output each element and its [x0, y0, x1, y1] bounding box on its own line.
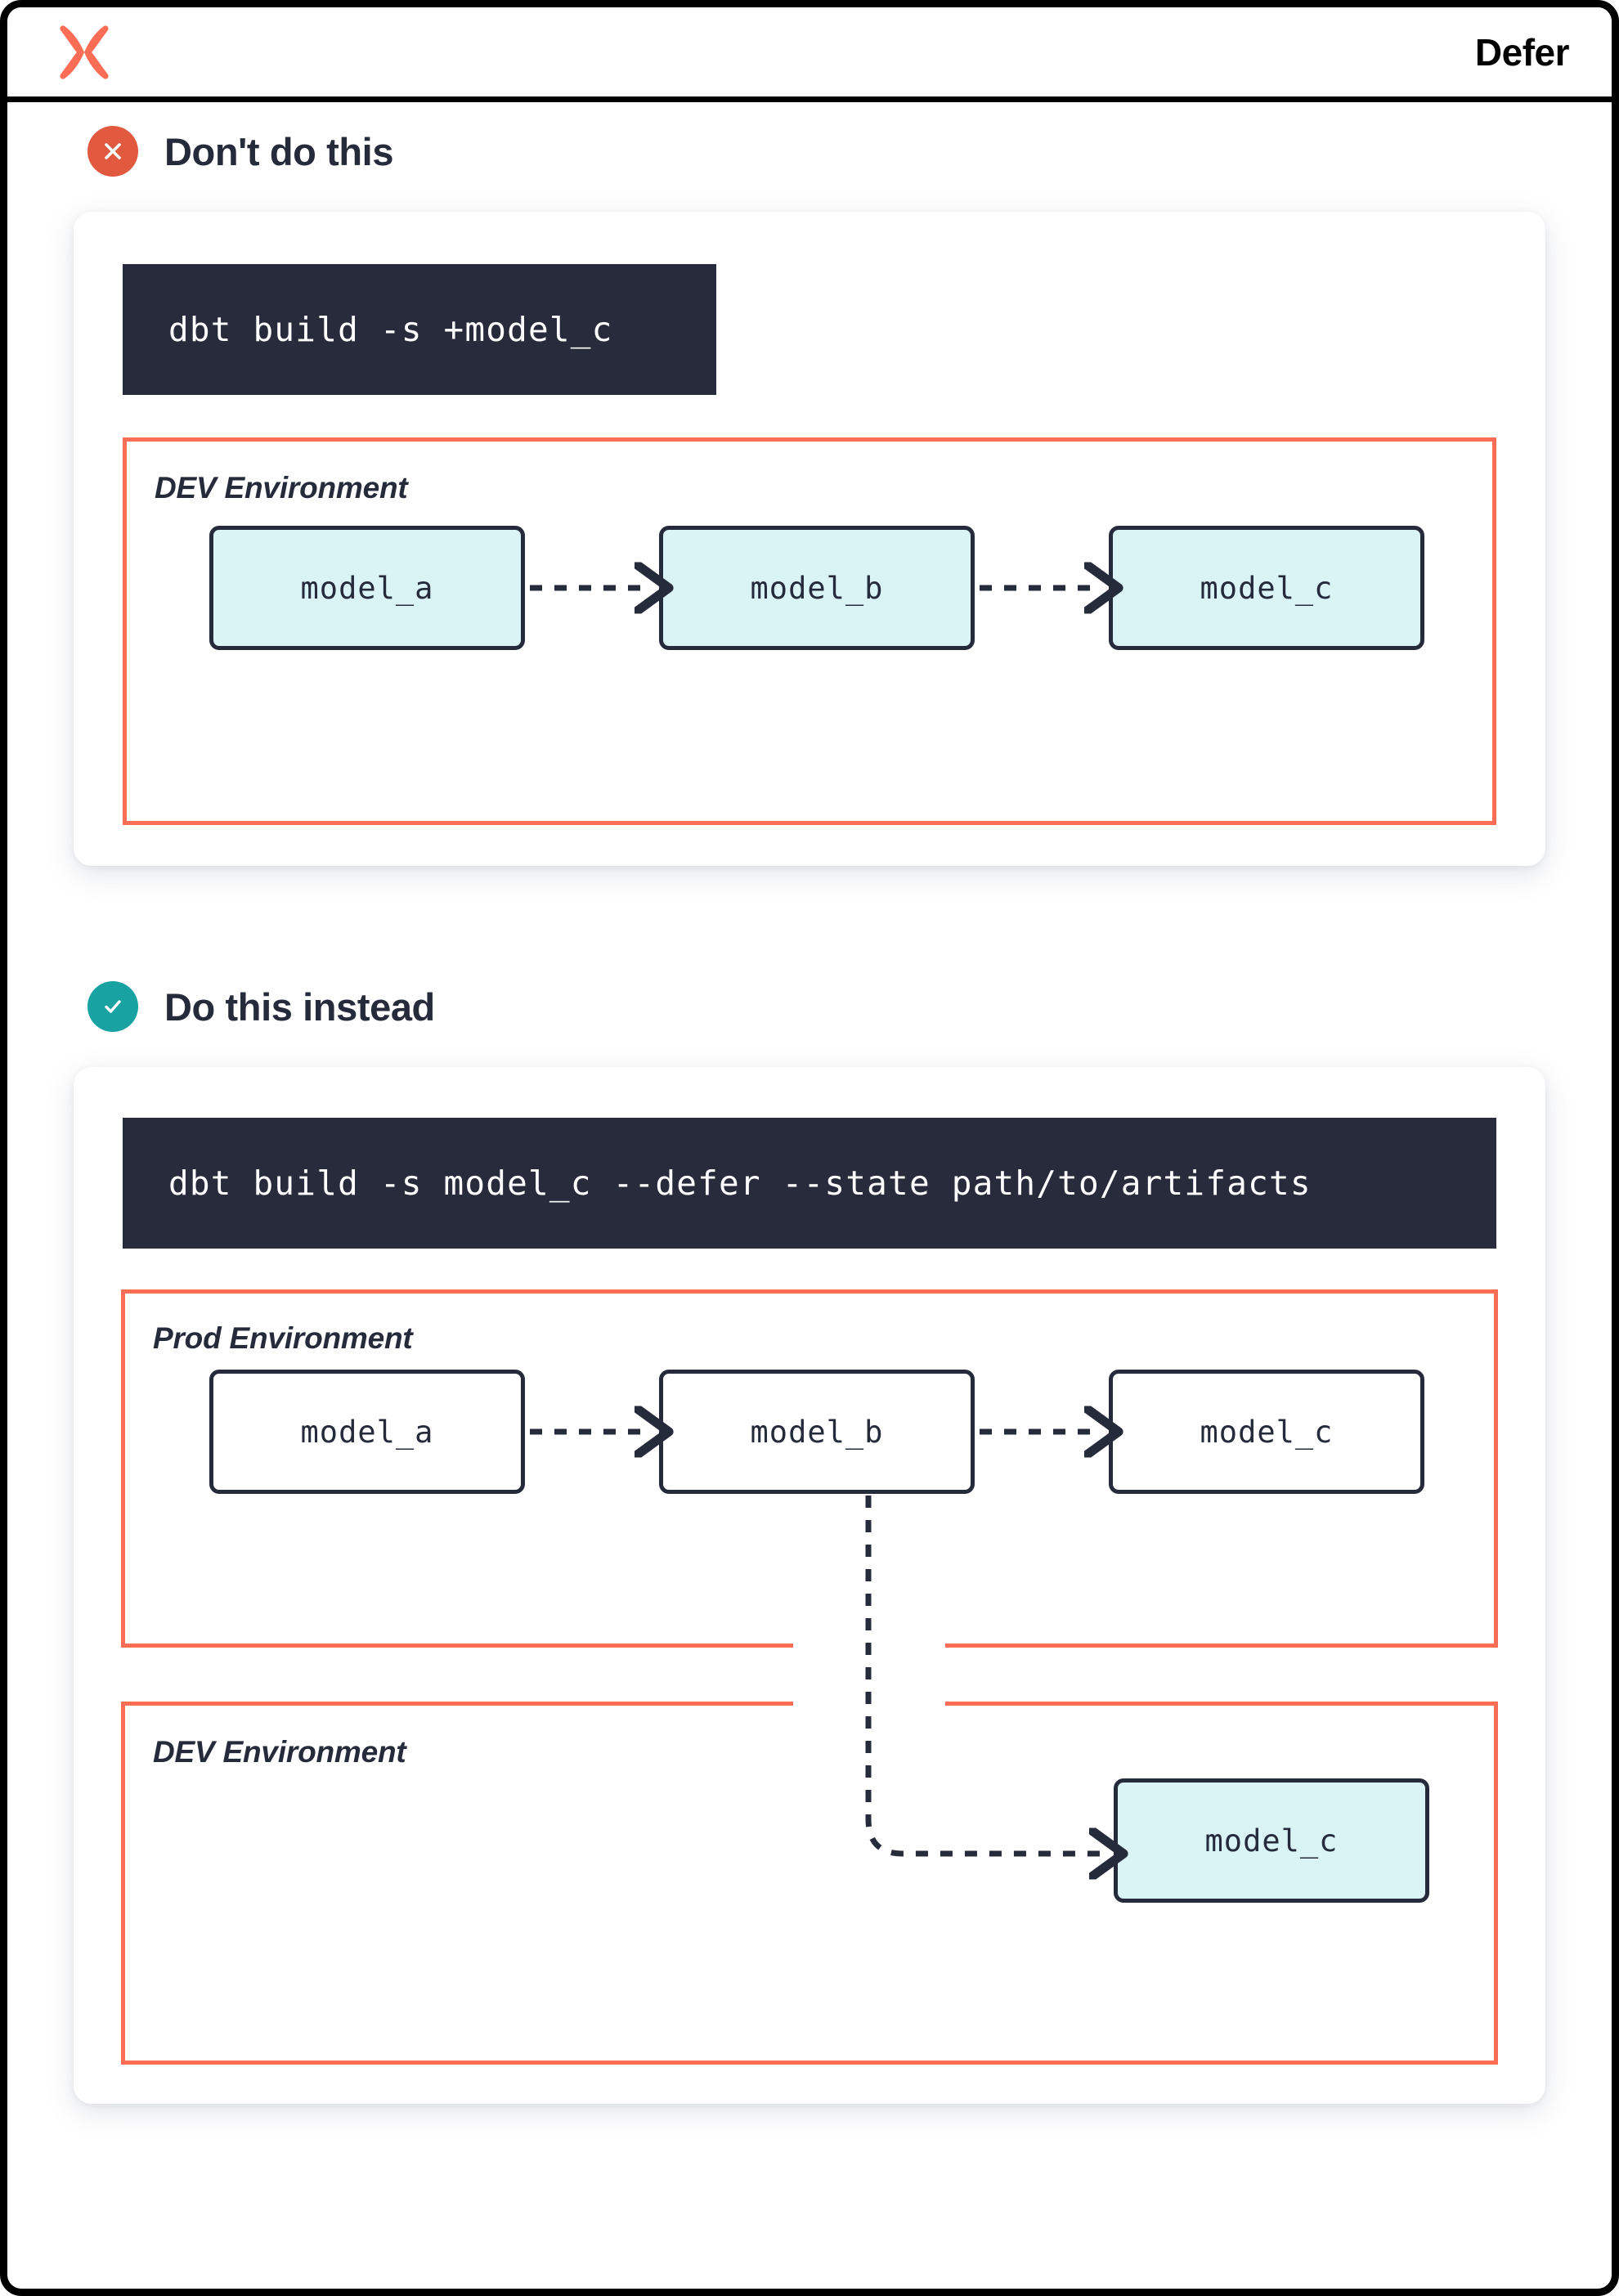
model-node-c-dev1[interactable]: model_c: [1109, 526, 1424, 650]
environment-label-dev-2: DEV Environment: [153, 1735, 406, 1769]
section-title-do: Do this instead: [164, 984, 435, 1029]
model-node-label: model_a: [300, 570, 434, 606]
model-node-label: model_c: [1200, 1414, 1334, 1450]
section-do-this-instead: Do this instead dbt build -s model_c --d…: [7, 957, 1612, 2104]
model-node-label: model_b: [750, 570, 884, 606]
card-do-this-instead: dbt build -s model_c --defer --state pat…: [74, 1067, 1545, 2104]
model-node-b-prod[interactable]: model_b: [659, 1370, 975, 1494]
page-title: Defer: [1474, 30, 1570, 74]
section-header-dont: Don't do this: [7, 102, 1612, 200]
command-dont: dbt build -s +model_c: [123, 264, 716, 395]
environment-box-dev-1: DEV Environment: [123, 437, 1496, 825]
section-header-do: Do this instead: [7, 957, 1612, 1056]
model-node-c-prod[interactable]: model_c: [1109, 1370, 1424, 1494]
environment-label-dev-1: DEV Environment: [155, 471, 408, 504]
model-node-c-dev[interactable]: model_c: [1114, 1778, 1429, 1903]
model-node-label: model_c: [1200, 570, 1334, 606]
model-node-b-dev1[interactable]: model_b: [659, 526, 975, 650]
section-title-dont: Don't do this: [164, 129, 394, 173]
model-node-a-dev1[interactable]: model_a: [209, 526, 525, 650]
model-node-label: model_c: [1204, 1823, 1339, 1859]
environment-label-prod: Prod Environment: [153, 1321, 413, 1355]
check-circle-icon: [87, 981, 138, 1032]
command-do: dbt build -s model_c --defer --state pat…: [123, 1118, 1496, 1249]
header: Defer: [7, 7, 1612, 102]
section-dont-do-this: Don't do this dbt build -s +model_c DEV …: [7, 102, 1612, 866]
border-gap-prod-bottom: [793, 1639, 945, 1656]
model-node-label: model_a: [300, 1414, 434, 1450]
x-circle-icon: [87, 126, 138, 177]
border-gap-dev-top: [793, 1695, 945, 1713]
dbt-logo-icon: [55, 20, 114, 84]
model-node-a-prod[interactable]: model_a: [209, 1370, 525, 1494]
card-dont-do-this: dbt build -s +model_c DEV Environment mo…: [74, 212, 1545, 866]
model-node-label: model_b: [750, 1414, 884, 1450]
